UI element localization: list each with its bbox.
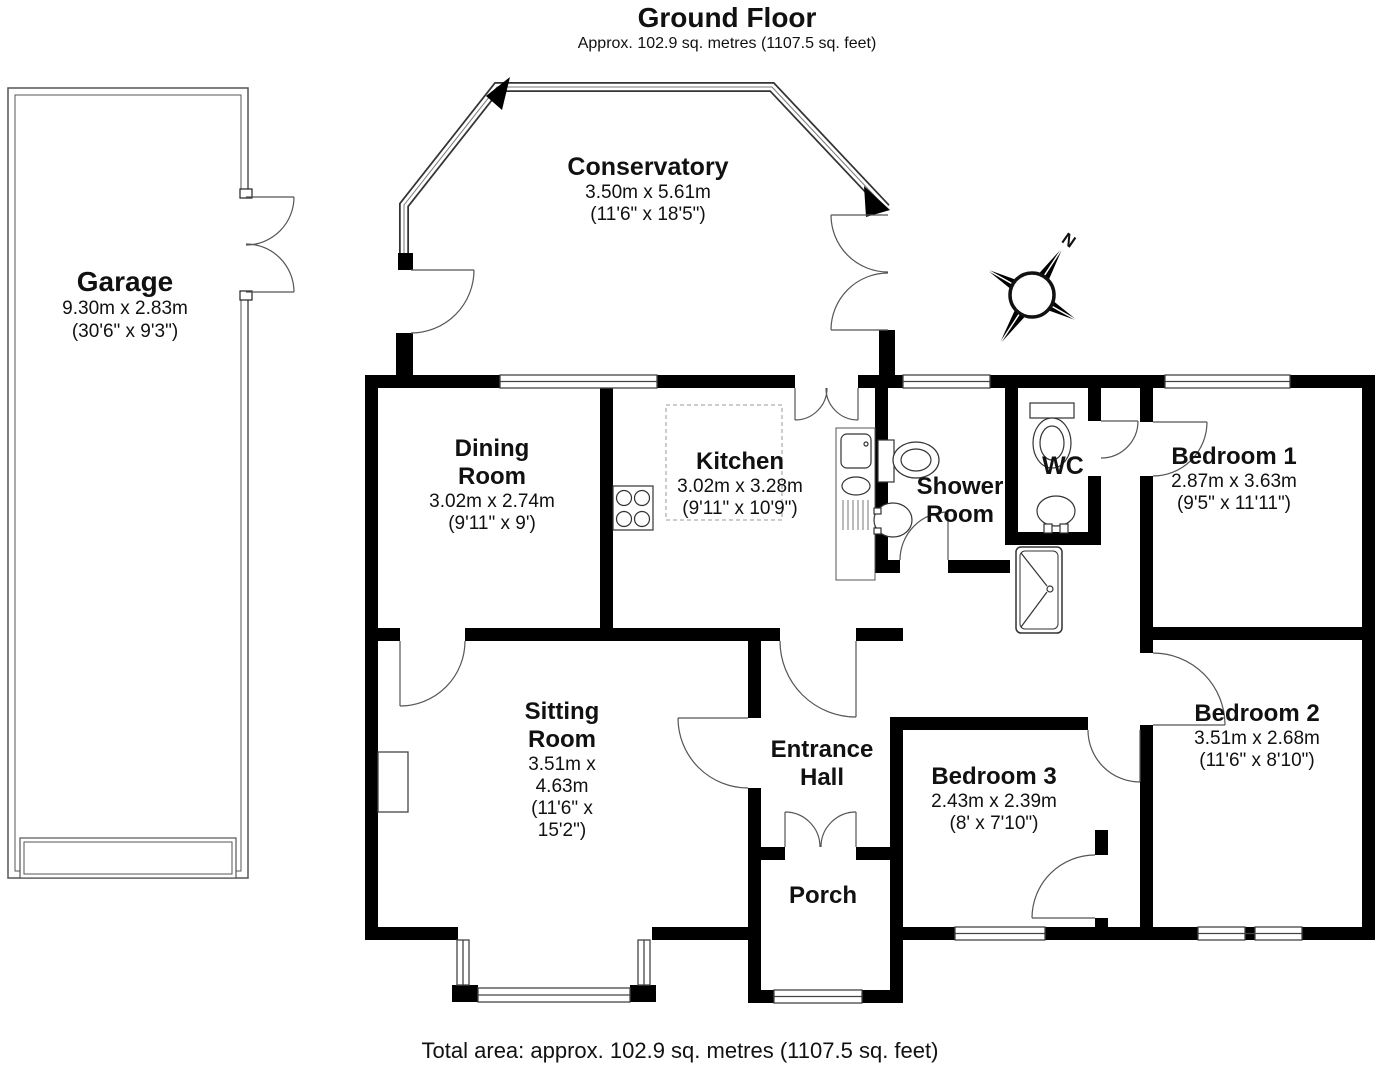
room-label-wc: WC bbox=[1042, 452, 1084, 481]
room-dim-metric: 3.50m x 5.61m bbox=[585, 182, 711, 203]
page-subtitle: Approx. 102.9 sq. metres (1107.5 sq. fee… bbox=[577, 35, 877, 52]
room-label-dining-room: Dining Room 3.02m x 2.74m (9'11" x 9') bbox=[427, 435, 557, 535]
garage-side-door bbox=[245, 196, 295, 293]
room-dim-metric: 9.30m x 2.83m bbox=[62, 298, 188, 320]
wc-basin-icon bbox=[1036, 495, 1076, 534]
room-dim-metric: 3.51m x 4.63m bbox=[528, 753, 596, 797]
room-dim-metric: 3.51m x 2.68m bbox=[1194, 727, 1320, 749]
room-dim-imperial: (9'11" x 10'9") bbox=[682, 497, 798, 519]
shower-tray-icon bbox=[1015, 546, 1063, 634]
garage-outline bbox=[7, 87, 253, 879]
room-dim-metric: 3.02m x 3.28m bbox=[677, 475, 803, 497]
room-name: Entrance Hall bbox=[770, 736, 874, 791]
room-label-garage: Garage 9.30m x 2.83m (30'6" x 9'3") bbox=[62, 266, 188, 343]
room-dim-imperial: (11'6" x 15'2") bbox=[531, 797, 593, 841]
conservatory-frame-posts bbox=[396, 77, 895, 378]
room-dim-imperial: (11'6" x 18'5") bbox=[590, 204, 706, 226]
shower-room-toilet-icon bbox=[877, 439, 940, 483]
room-label-sitting-room: Sitting Room 3.51m x 4.63m (11'6" x 15'2… bbox=[507, 698, 617, 842]
room-dim-imperial: (30'6" x 9'3") bbox=[71, 320, 179, 342]
room-label-bedroom-3: Bedroom 3 2.43m x 2.39m (8' x 7'10") bbox=[931, 763, 1057, 835]
room-label-kitchen: Kitchen 3.02m x 3.28m (9'11" x 10'9") bbox=[677, 448, 803, 520]
bay-window bbox=[456, 939, 651, 1003]
room-name: Kitchen bbox=[695, 448, 785, 475]
room-name: Bedroom 2 bbox=[1194, 700, 1320, 727]
room-label-bedroom-2: Bedroom 2 3.51m x 2.68m (11'6" x 8'10") bbox=[1194, 700, 1320, 772]
room-name: WC bbox=[1042, 452, 1084, 480]
room-dim-imperial: (9'5" x 11'11") bbox=[1176, 492, 1292, 514]
kitchen-stove-icon bbox=[612, 485, 654, 531]
room-label-shower-room: Shower Room bbox=[905, 473, 1015, 529]
room-name: Conservatory bbox=[567, 153, 729, 181]
page-title: Ground Floor bbox=[637, 2, 817, 33]
room-label-entrance-hall: Entrance Hall bbox=[757, 736, 887, 792]
room-dim-imperial: (9'11" x 9') bbox=[448, 512, 536, 534]
room-name: Bedroom 1 bbox=[1171, 443, 1297, 470]
wc-toilet-icon bbox=[1029, 402, 1075, 469]
room-dim-metric: 2.43m x 2.39m bbox=[931, 790, 1057, 812]
room-label-porch: Porch bbox=[789, 882, 857, 910]
room-name: Shower Room bbox=[916, 473, 1004, 528]
room-name: Sitting Room bbox=[524, 698, 600, 753]
windows bbox=[377, 374, 1303, 1004]
room-dim-metric: 2.87m x 3.63m bbox=[1171, 470, 1297, 492]
conservatory-glazing bbox=[399, 82, 890, 255]
total-area-text: Total area: approx. 102.9 sq. metres (11… bbox=[421, 1038, 939, 1063]
chimney-recess bbox=[377, 751, 409, 813]
room-dim-imperial: (11'6" x 8'10") bbox=[1199, 749, 1315, 771]
kitchen-sink-icon bbox=[840, 433, 872, 530]
compass-icon: N bbox=[985, 229, 1079, 346]
room-name: Dining Room bbox=[454, 435, 530, 490]
walls bbox=[365, 375, 1375, 1003]
room-name: Porch bbox=[788, 882, 858, 909]
room-name: Bedroom 3 bbox=[931, 763, 1057, 790]
room-label-conservatory: Conservatory 3.50m x 5.61m (11'6" x 18'5… bbox=[567, 153, 728, 226]
room-dim-metric: 3.02m x 2.74m bbox=[429, 490, 555, 512]
shower-room-basin-icon bbox=[873, 502, 913, 538]
room-dim-imperial: (8' x 7'10") bbox=[949, 812, 1039, 834]
kitchen-dashed-outline bbox=[665, 404, 783, 521]
room-name: Garage bbox=[76, 266, 174, 297]
doors bbox=[399, 214, 1226, 919]
room-label-bedroom-1: Bedroom 1 2.87m x 3.63m (9'5" x 11'11") bbox=[1171, 443, 1297, 515]
fixtures bbox=[612, 402, 1076, 634]
